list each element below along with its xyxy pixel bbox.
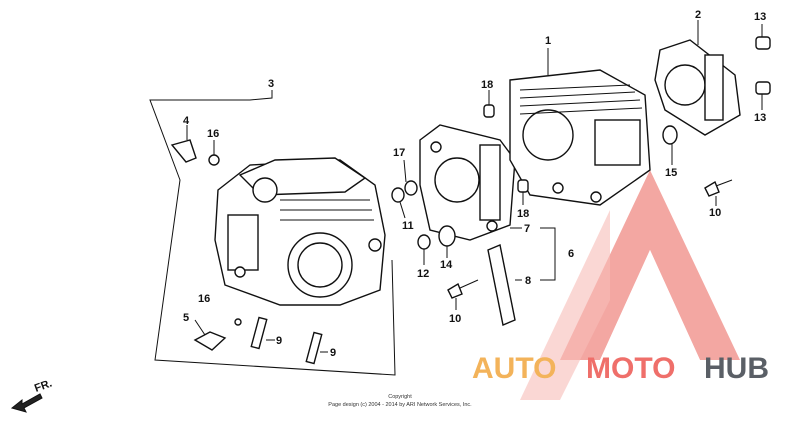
callout-10-left: 10	[449, 313, 461, 325]
callout-9-left: 9	[276, 335, 282, 347]
callout-6: 6	[568, 248, 574, 260]
callout-16-bottom: 16	[198, 293, 210, 305]
dowel-pin-9-right	[305, 331, 328, 365]
callout-13-bottom: 13	[754, 112, 766, 124]
callout-14: 14	[440, 259, 453, 271]
base-gasket	[654, 39, 741, 136]
watermark-logo	[520, 170, 740, 400]
watermark-part2: MOTO	[586, 352, 675, 385]
nut-17	[404, 180, 418, 196]
o-ring-14	[438, 225, 456, 247]
callout-7: 7	[524, 223, 530, 235]
front-direction-marker: FR.	[10, 377, 54, 413]
callout-15: 15	[665, 167, 677, 179]
o-ring-15	[662, 125, 678, 145]
head-gasket	[419, 124, 516, 241]
front-arrow-icon	[10, 393, 43, 413]
front-marker-label: FR.	[33, 377, 54, 394]
callout-18-bottom: 18	[517, 208, 529, 220]
callout-17: 17	[393, 147, 405, 159]
watermark-text: AUTO MOTO HUB	[472, 352, 769, 385]
gasket-8	[487, 244, 516, 326]
dowel-pin-9-left	[250, 316, 275, 350]
bolt-5	[193, 319, 227, 351]
watermark-part1: AUTO	[472, 352, 556, 385]
watermark-part3: HUB	[704, 352, 769, 385]
dowel-13-top	[755, 36, 771, 50]
callout-10-right: 10	[709, 207, 721, 219]
callout-13-top: 13	[754, 11, 766, 23]
copyright-line2: Page design (c) 2004 - 2014 by ARI Netwo…	[328, 402, 472, 408]
cylinder-head	[214, 157, 386, 306]
callout-18-top: 18	[481, 79, 493, 91]
callout-12: 12	[417, 268, 429, 280]
bolt-10-left	[447, 279, 479, 299]
dowel-18-bottom	[517, 179, 529, 193]
callout-9-right: 9	[330, 347, 336, 359]
watermark-triangle	[560, 170, 740, 360]
watermark-triangle-shadow	[520, 210, 610, 400]
callout-3: 3	[268, 78, 274, 90]
cylinder	[509, 69, 651, 206]
callout-8: 8	[525, 275, 531, 287]
dowel-18-top	[483, 104, 495, 118]
watermark-triangle-inner	[600, 250, 700, 360]
bolt-4	[170, 125, 197, 163]
callout-1: 1	[545, 35, 551, 47]
washer-11	[391, 187, 405, 203]
copyright-line1: Copyright	[388, 394, 412, 400]
dowel-13-bottom	[755, 81, 771, 95]
callout-16-top: 16	[207, 128, 219, 140]
callout-2: 2	[695, 9, 701, 21]
callout-5: 5	[183, 312, 189, 324]
part3-boundary	[149, 90, 396, 376]
washer-12	[417, 234, 431, 250]
washer-16-bottom	[234, 318, 242, 326]
callout-11: 11	[402, 220, 414, 232]
bolt-10-right	[704, 179, 733, 197]
washer-16-top	[208, 154, 220, 166]
callout-4: 4	[183, 115, 190, 127]
